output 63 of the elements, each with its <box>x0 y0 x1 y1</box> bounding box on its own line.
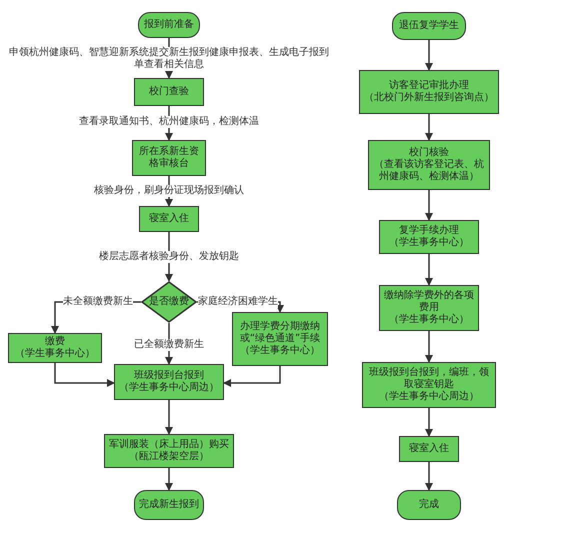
node-label: 访客登记审批办理 <box>389 80 469 92</box>
edge-label: 楼层志愿者核验身份、发放钥匙 <box>99 251 239 263</box>
edge-label: 核验身份，刷身份证现场报到确认 <box>94 185 244 197</box>
process-box <box>139 206 199 232</box>
edge-label: 申领杭州健康码、智慧迎新系统提交新生报到健康申报表、生成电子报到单查看相关信息 <box>9 47 329 71</box>
decision-diamond <box>141 281 197 323</box>
terminal-box <box>397 490 461 520</box>
arrow <box>425 462 433 491</box>
arrow <box>425 331 433 363</box>
node-label: （查看该访客登记表、杭州健康码、检测体温） <box>373 159 485 183</box>
process-box <box>379 220 479 254</box>
terminal-box <box>134 490 204 520</box>
node-label: （学生事务中心） <box>15 348 95 360</box>
arrow <box>165 400 173 435</box>
node-label: （学生事务中心） <box>389 314 469 326</box>
node-label: 是否缴费 <box>149 296 189 308</box>
node-label: 寝室入住 <box>409 443 449 455</box>
process-box <box>114 364 224 400</box>
node-label: 班级报到台报到 <box>134 370 204 382</box>
node-label: 缴费 <box>45 336 65 348</box>
process-box <box>359 70 499 114</box>
process-box <box>134 78 204 106</box>
arrow <box>425 190 433 221</box>
edge-label: 未全额缴费新生 <box>63 296 133 308</box>
arrow <box>54 363 115 387</box>
arrow <box>165 468 173 491</box>
node-label: 军训服装（床上用品）购买 <box>109 439 229 450</box>
process-box <box>368 140 490 190</box>
node-label: 报到前准备 <box>144 19 194 31</box>
terminal-box <box>392 12 466 40</box>
process-box <box>362 362 496 408</box>
arrow <box>425 40 433 71</box>
node-label: 完成 <box>419 499 439 511</box>
process-box <box>8 333 102 363</box>
node-label: 缴纳除学费外的各项费用 <box>383 290 475 314</box>
node-label: 完成新生报到 <box>139 499 199 511</box>
process-box <box>104 434 234 468</box>
node-label: 班级报到台报到，编班，领取寝室钥匙 <box>368 367 490 390</box>
edge-label: 家庭经济困难学生 <box>198 296 278 308</box>
arrow <box>425 114 433 141</box>
node-label: 寝室入住 <box>149 213 189 225</box>
process-box <box>379 285 479 331</box>
node-label: 退伍复学学生 <box>399 20 459 32</box>
node-label: 校门查验 <box>149 86 189 98</box>
process-box <box>132 140 206 176</box>
node-label: （学生事务中心） <box>389 237 469 249</box>
node-label: 校门核验 <box>409 147 449 158</box>
edge-label: 已全额缴费新生 <box>134 339 204 351</box>
arrow <box>425 408 433 437</box>
process-box <box>232 312 328 366</box>
node-label: （瓯江楼架空层） <box>129 451 209 463</box>
process-box <box>399 436 459 462</box>
arrow <box>425 254 433 286</box>
node-label: 办理学费分期缴纳或“绿色通道”手续 <box>238 321 322 344</box>
node-label: （学生事务中心周边） <box>379 391 479 403</box>
terminal-box <box>138 12 200 38</box>
node-label: 所在系新生资格审核台 <box>138 146 200 170</box>
arrow <box>223 366 281 387</box>
node-label: 复学手续办理 <box>399 225 459 236</box>
node-label: （北校门外新生报到咨询点） <box>364 92 494 104</box>
node-label: （学生事务中心周边） <box>119 382 219 394</box>
node-label: （学生事务中心） <box>240 345 320 357</box>
edge-label: 查看录取通知书、杭州健康码，检测体温 <box>79 116 259 128</box>
